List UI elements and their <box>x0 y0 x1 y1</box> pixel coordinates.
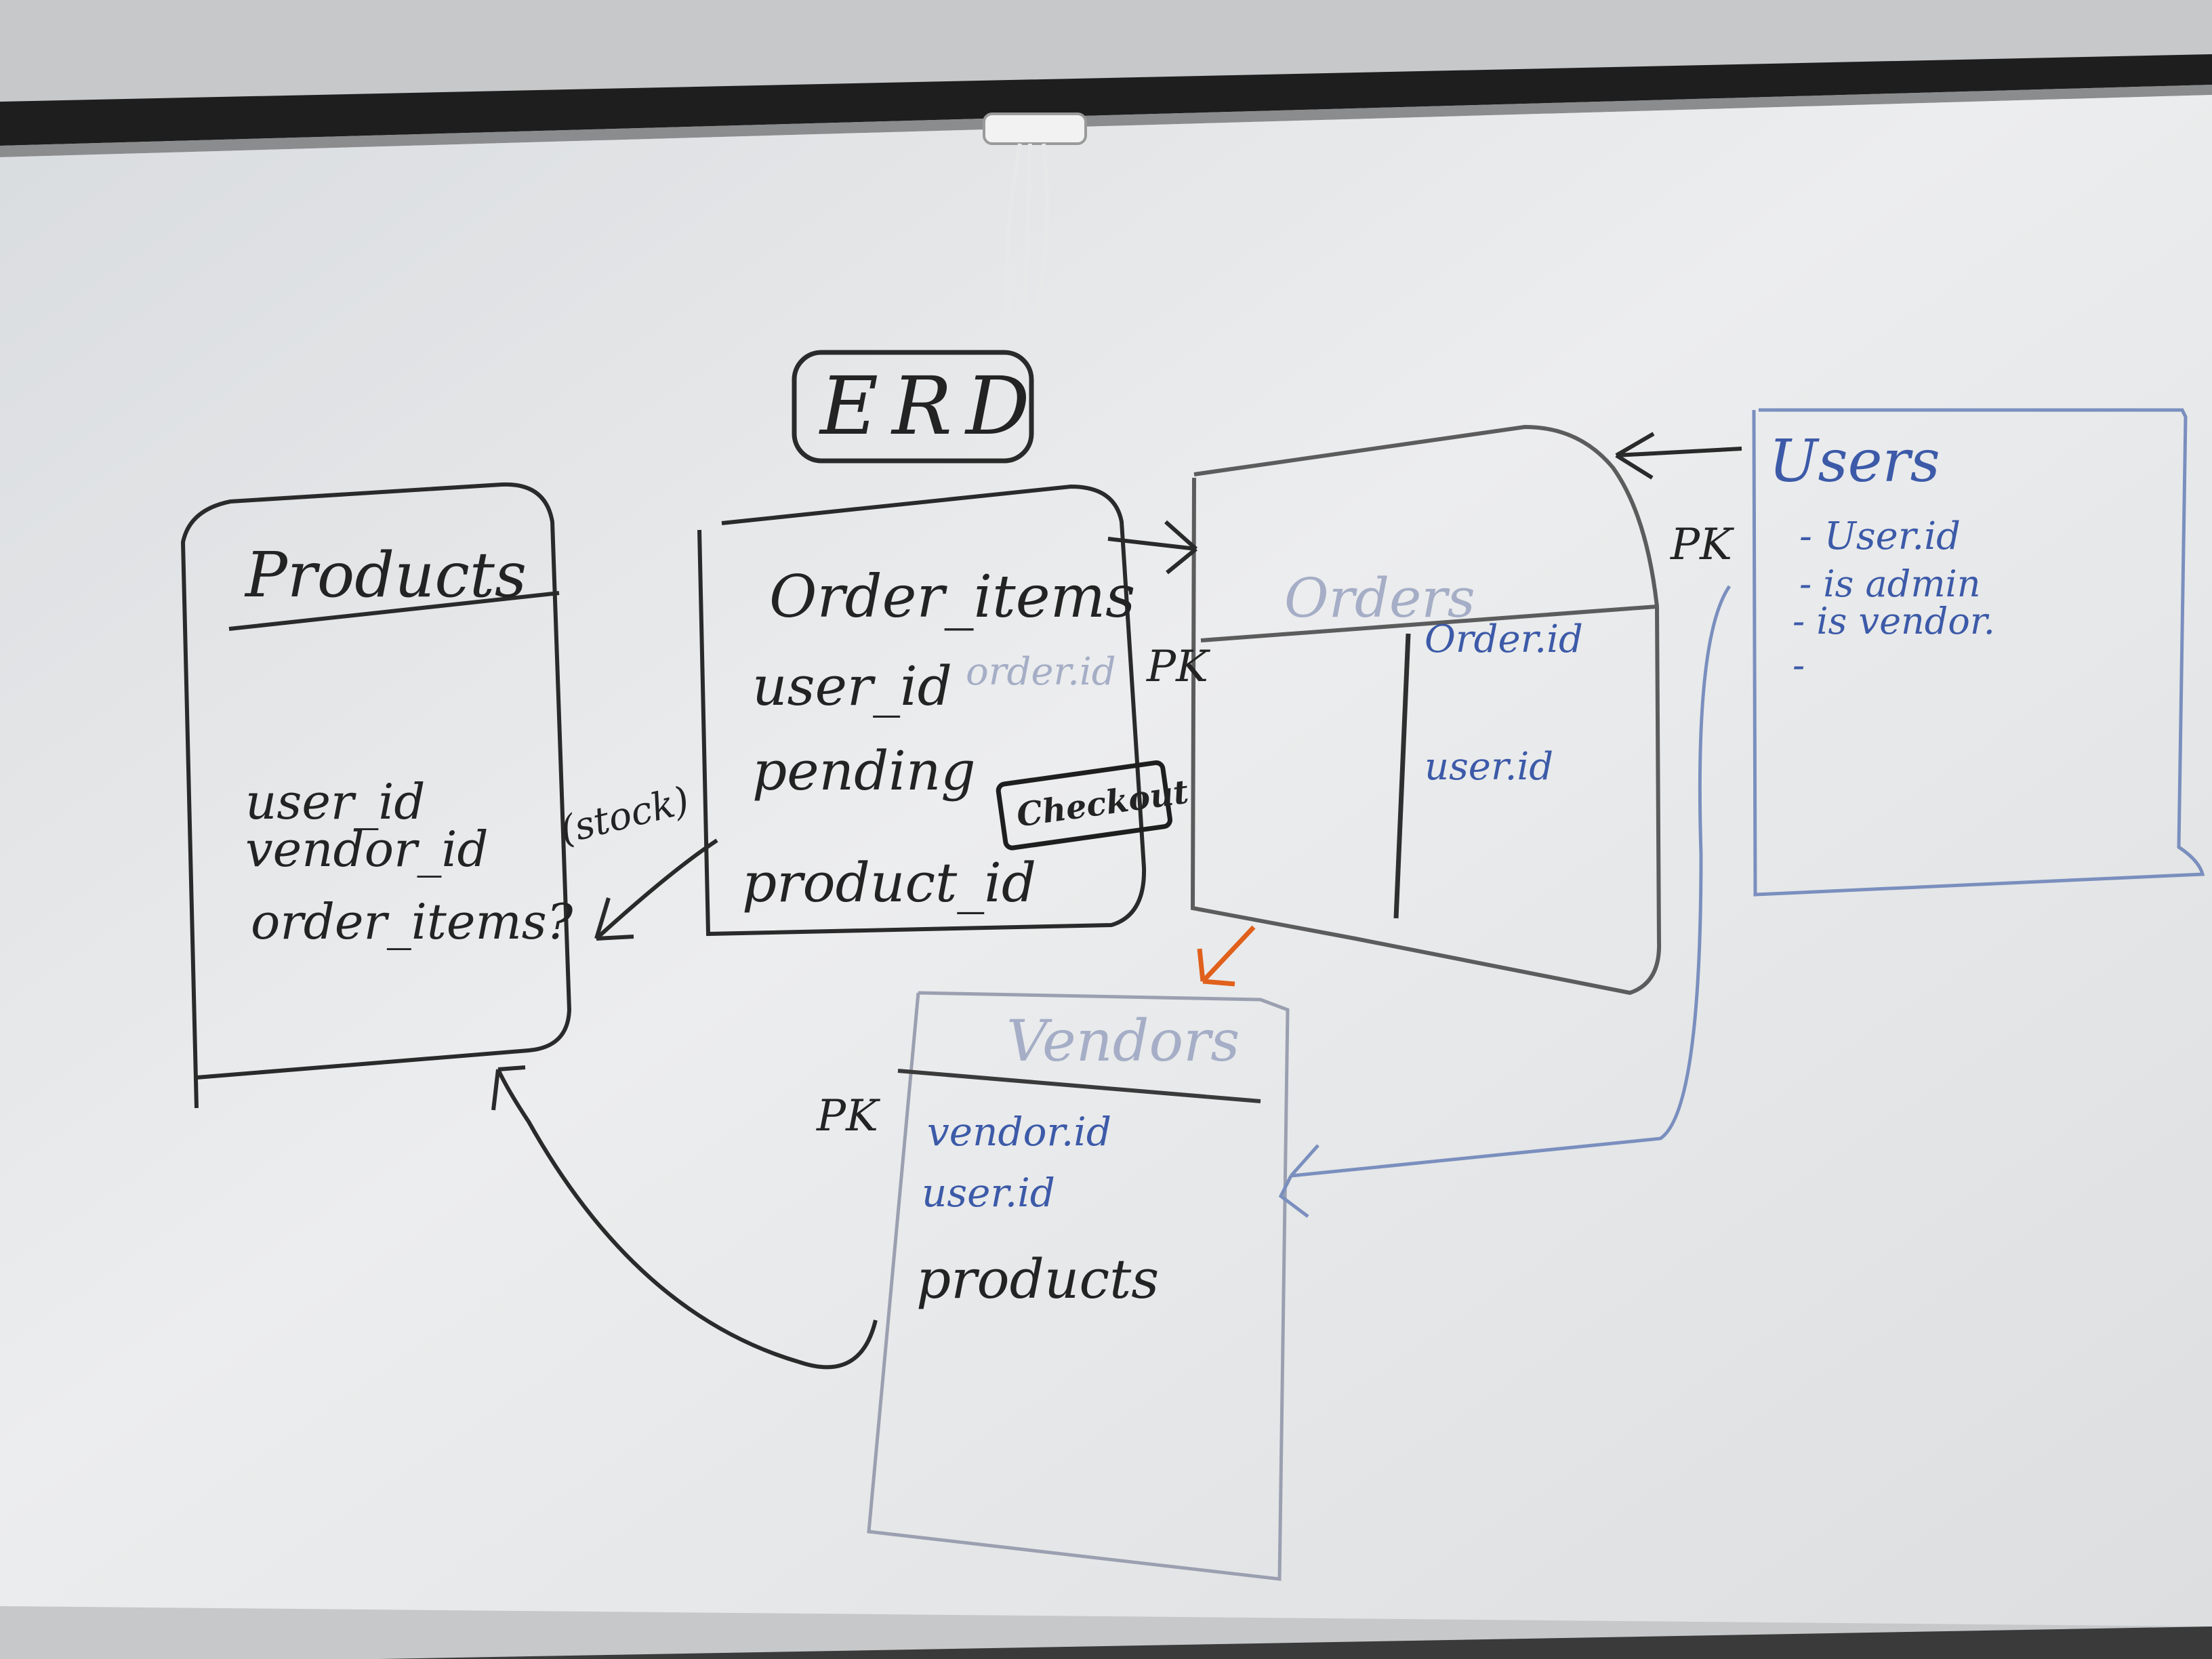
vendors-box <box>867 991 1290 1581</box>
users-field: - is vendor. <box>1793 600 1995 642</box>
vendors-products-to-products-arrow <box>491 1065 878 1370</box>
products-field: user_id <box>245 773 425 830</box>
order-items-faint-field: order.id <box>966 650 1116 694</box>
screen-pull-handle <box>983 112 1087 145</box>
vendors-relation-field: products <box>916 1248 1159 1311</box>
checkout-badge <box>996 760 1172 851</box>
vendors-divider <box>897 1069 1261 1103</box>
users-to-vendors-arrow <box>1278 585 1732 1218</box>
projector-screen-case <box>0 54 2212 146</box>
users-field: - is admin <box>1799 562 1981 605</box>
orders-pk-label: PK <box>1146 642 1210 692</box>
order-items-field: user_id <box>752 655 952 718</box>
projector-screen-lip <box>0 85 2212 157</box>
vendors-pk-label: PK <box>816 1091 880 1141</box>
users-title: Users <box>1769 428 1940 495</box>
whiteboard-tray <box>380 1626 2212 1659</box>
erd-title: ERD <box>819 359 1044 453</box>
orders-field: Order.id <box>1425 617 1583 661</box>
screen-pull-string <box>1004 143 1049 340</box>
order-items-box <box>697 484 1147 937</box>
order-items-title: Order_items <box>769 563 1135 631</box>
products-box <box>180 482 572 1109</box>
users-entity: Users PK - User.id - is admin - is vendo… <box>1670 408 2205 897</box>
orders-column-divider <box>1393 633 1411 919</box>
order-items-field: pending <box>752 739 976 802</box>
vendors-field: user.id <box>922 1170 1055 1216</box>
products-field: vendor_id <box>245 821 489 878</box>
users-field: - <box>1793 644 1805 687</box>
whiteboard-surface <box>0 95 2212 1626</box>
orders-title: Orders <box>1284 567 1475 630</box>
products-divider <box>228 591 560 631</box>
order-items-to-products-arrow <box>594 838 718 941</box>
products-entity: Products user_id vendor_id order_items? <box>180 482 573 1109</box>
users-field: - User.id <box>1799 514 1961 558</box>
products-field: order_items? <box>251 893 573 950</box>
users-box <box>1752 408 2205 897</box>
order-items-field: product_id <box>742 851 1036 914</box>
orders-to-vendors-arrow <box>1197 925 1256 987</box>
order-items-to-orders-arrow <box>1107 520 1197 575</box>
orders-entity: Orders PK Order.id user.id <box>1146 424 1662 996</box>
vendors-field: vendor.id <box>927 1109 1111 1155</box>
users-to-orders-arrow <box>1615 432 1742 480</box>
vendors-entity: Vendors PK vendor.id user.id products <box>816 991 1290 1581</box>
erd-title-box <box>792 350 1034 464</box>
products-title: Products <box>244 539 527 611</box>
vendors-title: Vendors <box>1006 1008 1240 1074</box>
orders-field: user.id <box>1425 745 1553 789</box>
orders-box <box>1190 424 1662 996</box>
orders-divider <box>1200 605 1658 642</box>
users-pk-label: PK <box>1670 520 1734 570</box>
